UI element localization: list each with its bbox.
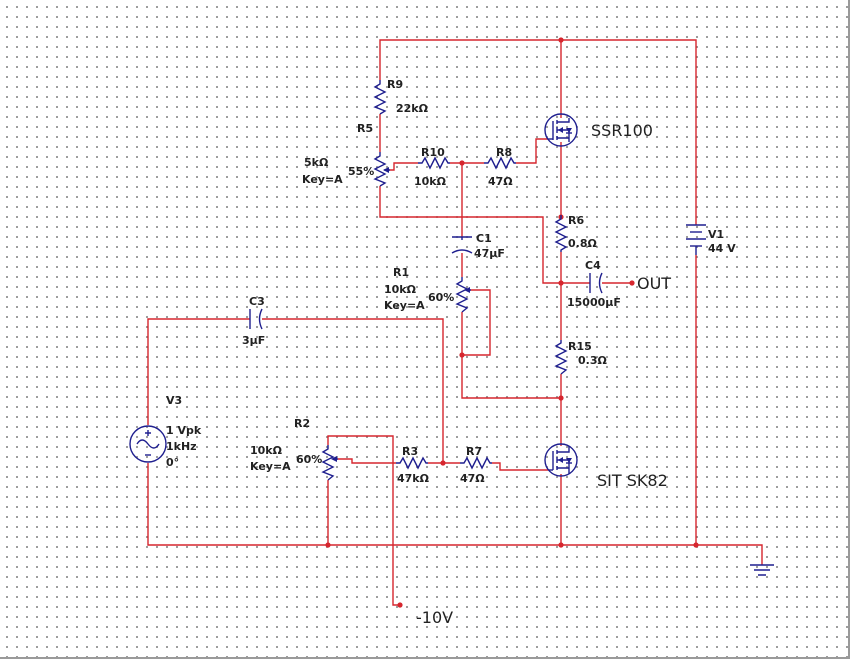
capacitor-c1[interactable]: C1 47µF (451, 232, 505, 260)
v3-amplitude: 1 Vpk (166, 424, 202, 437)
potentiometer-r1[interactable]: R1 10kΩ 60% Key=A (384, 266, 471, 313)
resistor-r3[interactable]: R3 47kΩ (396, 445, 430, 485)
resistor-r6[interactable]: R6 0.8Ω (554, 214, 597, 252)
resistor-r9[interactable]: R9 22kΩ (373, 78, 429, 115)
v3-freq: 1kHz (166, 440, 197, 453)
r2-value: 10kΩ (250, 444, 283, 457)
neg-supply-port[interactable]: -10V (416, 608, 453, 627)
r5-key: Key=A (302, 173, 343, 186)
r3-name: R3 (402, 445, 418, 458)
out-port[interactable]: OUT (629, 274, 671, 293)
v1-name: V1 (708, 228, 724, 241)
r10-name: R10 (421, 146, 445, 159)
r6-value: 0.8Ω (568, 237, 597, 250)
r3-value: 47kΩ (397, 472, 430, 485)
q1-name: SSR100 (591, 121, 653, 140)
r9-name: R9 (387, 78, 403, 91)
v3-name: V3 (166, 394, 182, 407)
capacitor-c3[interactable]: C3 3µF (242, 295, 265, 347)
r6-name: R6 (568, 214, 584, 227)
r7-value: 47Ω (460, 472, 485, 485)
resistor-r7[interactable]: R7 47Ω (460, 445, 492, 485)
mosfet-q2[interactable]: SIT SK82 (544, 443, 668, 490)
r1-value: 10kΩ (384, 283, 417, 296)
r1-key: Key=A (384, 299, 425, 312)
r15-value: 0.3Ω (578, 354, 607, 367)
r2-name: R2 (294, 417, 310, 430)
ground-icon (750, 564, 774, 576)
capacitor-c4[interactable]: C4 15000µF (567, 259, 621, 309)
c3-name: C3 (249, 295, 265, 308)
c4-value: 15000µF (567, 296, 621, 309)
r5-value: 5kΩ (304, 156, 329, 169)
r15-name: R15 (568, 340, 592, 353)
resistor-r15[interactable]: R15 0.3Ω (554, 340, 607, 375)
r5-setting: 55% (348, 165, 374, 178)
q2-name: SIT SK82 (597, 471, 668, 490)
mosfet-q1[interactable]: SSR100 (544, 113, 653, 147)
c1-name: C1 (476, 232, 492, 245)
neg-supply-label: -10V (416, 608, 453, 627)
c1-value: 47µF (474, 247, 505, 260)
r8-value: 47Ω (488, 175, 513, 188)
r5-name: R5 (357, 122, 373, 135)
wires (147, 39, 763, 606)
v3-phase: 0° (166, 456, 179, 469)
v1-value: 44 V (708, 242, 736, 255)
r1-setting: 60% (428, 291, 454, 304)
potentiometer-r2[interactable]: R2 10kΩ 60% Key=A (250, 417, 338, 481)
c3-value: 3µF (242, 334, 265, 347)
ac-source-v3[interactable]: V3 1 Vpk 1kHz 0° (129, 394, 202, 469)
r2-setting: 60% (296, 453, 322, 466)
junctions (325, 37, 699, 608)
resistor-r8[interactable]: R8 47Ω (484, 146, 516, 188)
c4-name: C4 (585, 259, 601, 272)
resistor-r10[interactable]: R10 10kΩ (414, 146, 450, 188)
r8-name: R8 (496, 146, 512, 159)
dc-source-v1[interactable]: V1 44 V (686, 224, 736, 255)
potentiometer-r5[interactable]: R5 5kΩ 55% Key=A (302, 122, 390, 187)
r7-name: R7 (466, 445, 482, 458)
r10-value: 10kΩ (414, 175, 447, 188)
r1-name: R1 (393, 266, 409, 279)
out-label: OUT (637, 274, 671, 293)
r2-key: Key=A (250, 460, 291, 473)
r9-value: 22kΩ (396, 102, 429, 115)
